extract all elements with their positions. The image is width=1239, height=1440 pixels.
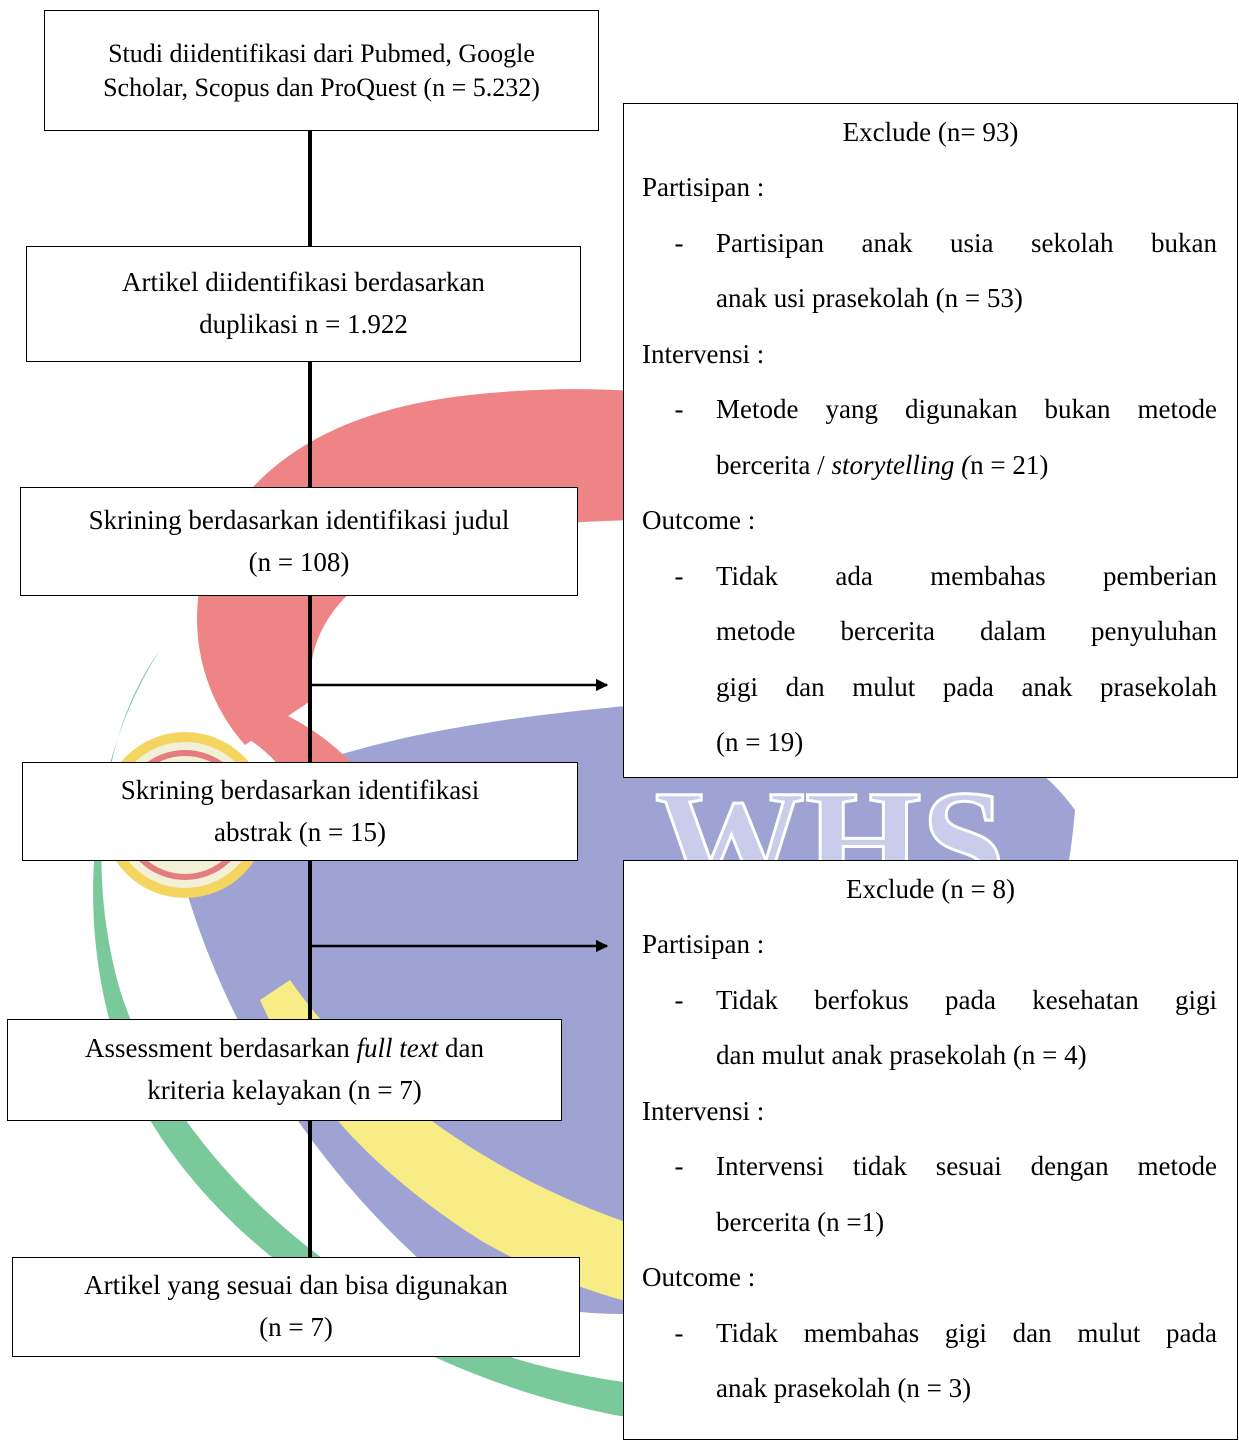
exclude-1-intervention-line-2: bercerita / storytelling (n = 21) xyxy=(716,449,1049,480)
watermark-red-swoosh xyxy=(197,389,760,745)
exclude-2-outcome-line-1: Tidak membahas gigi dan mulut pada xyxy=(716,1317,1217,1348)
exclude-1-outcome-line-2: metode bercerita dalam penyuluhan xyxy=(716,616,1217,646)
identification-box: Studi diidentifikasi dari Pubmed, Google… xyxy=(44,10,599,131)
bullet-dash: - xyxy=(674,560,684,591)
exclude-2-participants-line-2: dan mulut anak prasekolah (n = 4) xyxy=(716,1040,1087,1070)
abstract-screening-line-2: abstrak (n = 15) xyxy=(214,816,386,847)
exclude-1-participants-line-1: Partisipan anak usia sekolah bukan xyxy=(716,227,1217,258)
exclude-1-intervention-item: - Metode yang digunakan bukan metode ber… xyxy=(624,382,1237,493)
exclude-1-participants-line-2: anak usi prasekolah (n = 53) xyxy=(716,283,1023,313)
included-box: Artikel yang sesuai dan bisa digunakan (… xyxy=(12,1257,580,1357)
exclude-2-intervention-line-1: Intervensi tidak sesuai dengan metode xyxy=(716,1151,1217,1181)
included-line-1: Artikel yang sesuai dan bisa digunakan xyxy=(84,1270,508,1301)
exclude-box-2: Exclude (n = 8) Partisipan : - Tidak ber… xyxy=(623,860,1238,1440)
exclude-2-outcome-line-2: anak prasekolah (n = 3) xyxy=(716,1373,972,1403)
duplicates-box: Artikel diidentifikasi berdasarkan dupli… xyxy=(26,246,581,362)
exclude-2-outcome-label: Outcome : xyxy=(642,1262,756,1292)
exclude-1-title: Exclude (n= 93) xyxy=(842,117,1019,147)
duplicates-line-1: Artikel diidentifikasi berdasarkan xyxy=(122,267,485,298)
bullet-dash: - xyxy=(674,1317,684,1348)
full-text-assessment-line-1: Assessment berdasarkan full text dan xyxy=(85,1033,484,1064)
bullet-dash: - xyxy=(674,1151,684,1181)
exclude-1-intervention-label: Intervensi : xyxy=(642,338,765,369)
exclude-1-participants-label: Partisipan : xyxy=(642,172,765,202)
full-text-assessment-box: Assessment berdasarkan full text dan kri… xyxy=(7,1019,562,1121)
exclude-2-participants-label: Partisipan : xyxy=(642,929,765,959)
duplicates-line-2: duplikasi n = 1.922 xyxy=(199,309,408,339)
exclude-1-outcome-label: Outcome : xyxy=(642,505,756,535)
full-text-assessment-line-2: kriteria kelayakan (n = 7) xyxy=(147,1075,422,1105)
abstract-screening-box: Skrining berdasarkan identifikasi abstra… xyxy=(22,762,578,861)
abstract-screening-line-1: Skrining berdasarkan identifikasi xyxy=(120,774,480,805)
exclude-1-participants-item: - Partisipan anak usia sekolah bukan ana… xyxy=(624,216,1237,327)
exclude-2-participants-line-1: Tidak berfokus pada kesehatan gigi xyxy=(716,984,1217,1015)
exclude-1-outcome-item: - Tidak ada membahas pemberian metode be… xyxy=(624,549,1237,771)
included-line-2: (n = 7) xyxy=(259,1312,333,1342)
exclude-2-title: Exclude (n = 8) xyxy=(846,874,1015,904)
exclude-1-outcome-line-3: gigi dan mulut pada anak prasekolah xyxy=(716,671,1217,702)
title-screening-line-2: (n = 108) xyxy=(248,546,350,577)
exclude-1-intervention-line-1: Metode yang digunakan bukan metode xyxy=(716,394,1217,424)
exclude-box-1: Exclude (n= 93) Partisipan : - Partisipa… xyxy=(623,103,1238,778)
bullet-dash: - xyxy=(674,984,684,1015)
exclude-2-intervention-line-2: bercerita (n =1) xyxy=(716,1206,885,1237)
identification-line-2: Scholar, Scopus dan ProQuest (n = 5.232) xyxy=(103,72,540,102)
exclude-2-participants-item: - Tidak berfokus pada kesehatan gigi dan… xyxy=(624,973,1237,1084)
identification-line-1: Studi diidentifikasi dari Pubmed, Google xyxy=(108,38,535,68)
exclude-2-intervention-item: - Intervensi tidak sesuai dengan metode … xyxy=(624,1139,1237,1250)
bullet-dash: - xyxy=(674,227,684,258)
exclude-2-intervention-label: Intervensi : xyxy=(642,1095,765,1126)
exclude-1-outcome-line-4: (n = 19) xyxy=(716,727,804,757)
title-screening-box: Skrining berdasarkan identifikasi judul … xyxy=(20,487,578,596)
exclude-2-outcome-item: - Tidak membahas gigi dan mulut pada ana… xyxy=(624,1306,1237,1417)
exclude-1-outcome-line-1: Tidak ada membahas pemberian xyxy=(716,560,1217,591)
bullet-dash: - xyxy=(674,394,684,424)
title-screening-line-1: Skrining berdasarkan identifikasi judul xyxy=(88,504,510,535)
